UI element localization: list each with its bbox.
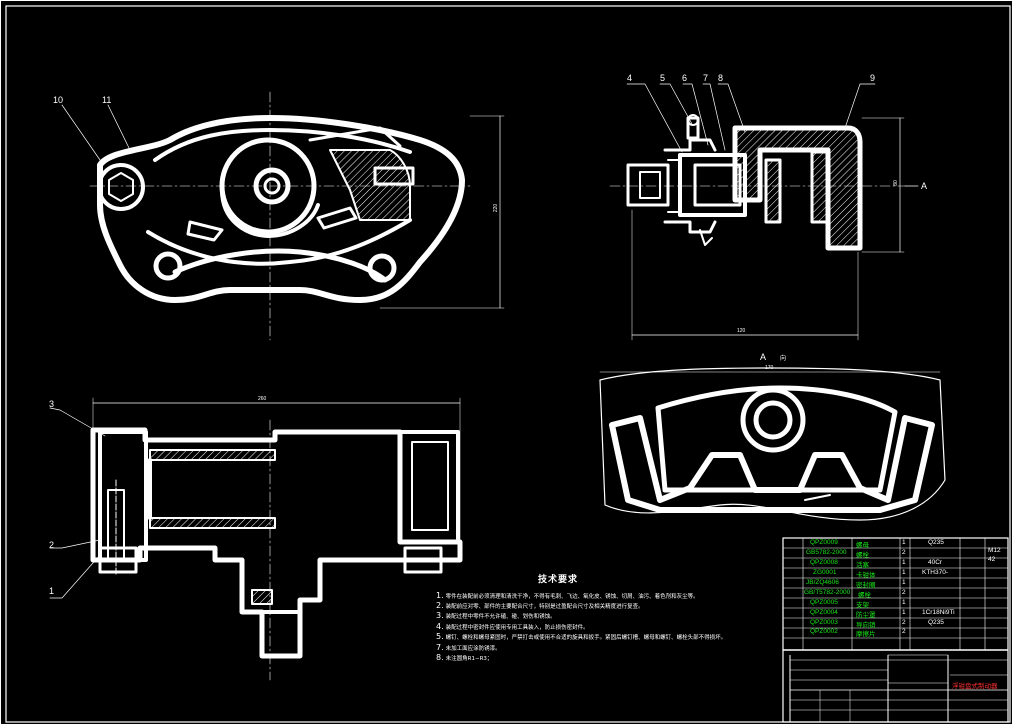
bom-name: 螺栓 bbox=[858, 592, 871, 599]
tech-note: 1.零件在装配前必须清理和清洗干净，不得有毛刺、飞边、氧化皮、锈蚀、切屑、油污、… bbox=[436, 592, 699, 601]
callout-8: 8 bbox=[718, 73, 724, 83]
bom-code: QPZ0005 bbox=[810, 599, 838, 606]
bom-extra-value: 42 bbox=[988, 556, 996, 563]
callout-3: 3 bbox=[49, 399, 55, 409]
bom-code: GB/T5782-2000 bbox=[804, 589, 851, 596]
bom-qty: 2 bbox=[902, 589, 906, 596]
bom-code: JB/ZQ4606 bbox=[806, 579, 839, 586]
tech-note-text: 装配过程中密封件应使用专用工具装入，防止损伤密封件。 bbox=[445, 625, 589, 631]
side-section-view bbox=[609, 83, 919, 341]
bom-name: 活塞 bbox=[856, 562, 869, 569]
view-a-label: A 向 bbox=[760, 352, 786, 362]
tech-note-text: 零件在装配前必须清理和清洗干净，不得有毛刺、飞边、氧化皮、锈蚀、切屑、油污、着色… bbox=[445, 594, 699, 600]
tech-notes-title: 技术要求 bbox=[538, 575, 579, 585]
bom-code: QPZ0002 bbox=[810, 628, 838, 635]
bom-code: QPZ0008 bbox=[810, 559, 838, 566]
bom-name: 螺母 bbox=[856, 542, 869, 549]
dim-front-height: 220 bbox=[493, 203, 500, 213]
bom-qty: 1 bbox=[902, 609, 906, 616]
bom-qty: 1 bbox=[902, 599, 906, 606]
tech-note: 4.装配过程中密封件应使用专用工具装入，防止损伤密封件。 bbox=[436, 623, 589, 632]
tech-note: 7.未加工面应涂防锈漆。 bbox=[436, 644, 501, 653]
bom-code: QPZ0004 bbox=[810, 609, 838, 616]
bom-material: 1Cr18Ni9Ti bbox=[922, 609, 955, 616]
tech-note-num: 5. bbox=[436, 632, 444, 641]
dim-view-a-width: 170 bbox=[765, 365, 774, 371]
callout-4: 4 bbox=[627, 73, 633, 83]
tech-note-num: 2. bbox=[436, 601, 444, 610]
bom-qty: 2 bbox=[902, 619, 906, 626]
tech-note-num: 3. bbox=[436, 611, 444, 620]
tech-note: 2.装配前应对零、部件的主要配合尺寸，特别是过盈配合尺寸及相关精度进行复查。 bbox=[436, 602, 644, 611]
bom-qty: 1 bbox=[902, 559, 906, 566]
callout-7: 7 bbox=[703, 73, 709, 83]
callout-2: 2 bbox=[49, 540, 55, 550]
tech-note-text: 装配前应对零、部件的主要配合尺寸，特别是过盈配合尺寸及相关精度进行复查。 bbox=[445, 604, 644, 610]
bom-material: M12 bbox=[988, 547, 1001, 554]
view-a-letter: A bbox=[760, 352, 766, 362]
bom-code: ZG0001 bbox=[813, 569, 837, 576]
dim-side-width: 120 bbox=[737, 328, 746, 334]
view-a bbox=[599, 367, 946, 521]
bom-material: Q235 bbox=[928, 619, 944, 626]
bom-name: 支架 bbox=[856, 602, 869, 609]
callout-10: 10 bbox=[53, 95, 64, 105]
bom-qty: 2 bbox=[902, 628, 906, 635]
bom-qty: 1 bbox=[902, 569, 906, 576]
callout-11: 11 bbox=[102, 95, 112, 105]
tech-note: 3.装配过程中零件不允许磕、碰、划伤和锈蚀。 bbox=[436, 612, 556, 621]
tech-note-num: 8. bbox=[436, 653, 444, 662]
tech-note-num: 7. bbox=[436, 643, 444, 652]
bom-name: 导向销 bbox=[856, 622, 876, 629]
bom-material: KTH370- bbox=[922, 569, 949, 576]
callout-5: 5 bbox=[660, 73, 666, 83]
callout-9: 9 bbox=[870, 73, 876, 83]
tech-note-num: 4. bbox=[436, 622, 444, 631]
bom-code: QPZ0003 bbox=[810, 619, 838, 626]
callout-6: 6 bbox=[682, 73, 688, 83]
dim-side-height: 80 bbox=[892, 180, 899, 186]
bom-table-grid bbox=[782, 537, 1009, 723]
top-section-view bbox=[49, 397, 463, 681]
tech-note-text: 未加工面应涂防锈漆。 bbox=[445, 646, 501, 652]
bom-qty: 1 bbox=[902, 579, 906, 586]
bom-code: QPZ0009 bbox=[810, 539, 838, 546]
bom-name: 防尘罩 bbox=[856, 612, 876, 619]
front-view bbox=[61, 91, 505, 341]
sheet-frame-inner bbox=[5, 5, 1011, 723]
dim-top-width: 260 bbox=[258, 396, 267, 402]
tech-note: 5.螺钉、螺栓和螺母紧固时，严禁打击或使用不合适的旋具和扳手。紧固后螺钉槽、螺母… bbox=[436, 633, 726, 642]
bom-name: 密封圈 bbox=[856, 582, 876, 589]
title-block-name: 浮钳盘式制动器 bbox=[952, 683, 998, 690]
bom-material: 40Cr bbox=[928, 559, 943, 566]
bom-name: 螺栓 bbox=[856, 552, 869, 559]
bom-name: 摩擦片 bbox=[856, 631, 876, 638]
bom-qty: 1 bbox=[902, 539, 906, 546]
tech-note-text: 装配过程中零件不允许磕、碰、划伤和锈蚀。 bbox=[445, 614, 556, 620]
callout-1: 1 bbox=[49, 586, 55, 596]
bom-name: 卡钳体 bbox=[856, 572, 876, 579]
tech-note: 8.未注圆角R1−R3； bbox=[436, 654, 492, 663]
section-a-arrow-label: A bbox=[921, 181, 928, 191]
tech-note-text: 螺钉、螺栓和螺母紧固时，严禁打击或使用不合适的旋具和扳手。紧固后螺钉槽、螺母和螺… bbox=[445, 635, 727, 641]
bom-material: Q235 bbox=[928, 539, 944, 546]
bom-code: GB5782-2000 bbox=[806, 549, 847, 556]
bom-qty: 2 bbox=[902, 549, 906, 556]
tech-note-num: 1. bbox=[436, 591, 444, 600]
view-a-suffix: 向 bbox=[780, 356, 787, 362]
tech-note-text: 未注圆角R1−R3； bbox=[445, 656, 493, 662]
